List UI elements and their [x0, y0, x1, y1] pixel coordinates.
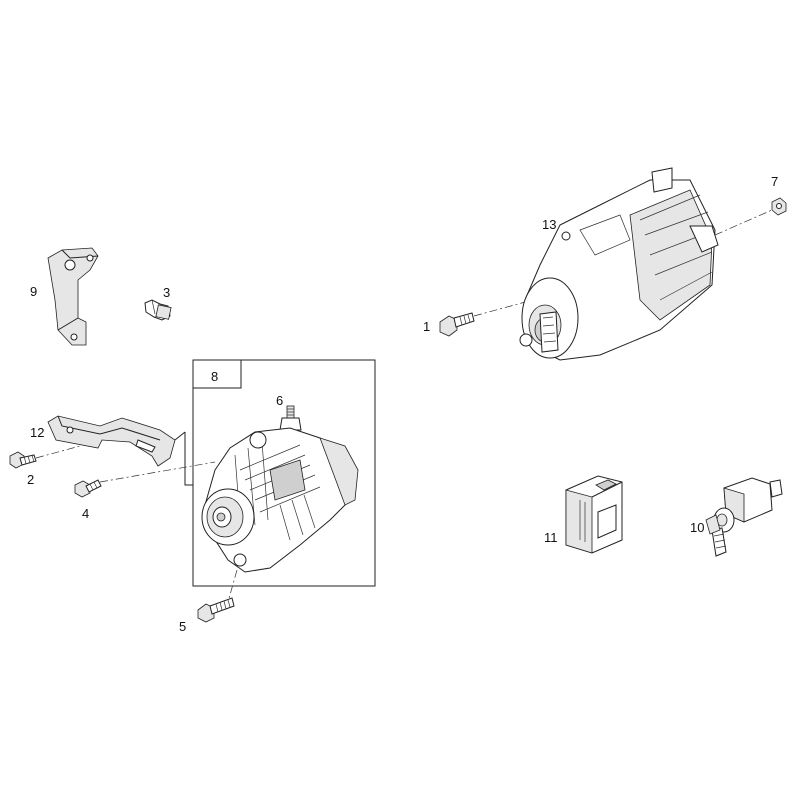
- callout-3: 3: [163, 285, 170, 300]
- callout-12: 12: [30, 425, 44, 440]
- callout-7: 7: [771, 174, 778, 189]
- bolt-part-4[interactable]: [74, 479, 102, 498]
- callout-8: 8: [211, 369, 218, 384]
- callout-11: 11: [544, 530, 558, 545]
- callout-1: 1: [423, 319, 430, 334]
- starter-motor-part-13[interactable]: [519, 167, 719, 361]
- nut-part-7[interactable]: [771, 197, 787, 216]
- callout-10: 10: [690, 520, 704, 535]
- callout-5: 5: [179, 619, 186, 634]
- bracket-part-12[interactable]: [47, 415, 176, 467]
- terminal-part-6[interactable]: [279, 405, 302, 431]
- callout-6: 6: [276, 393, 283, 408]
- alignment-line-7: [714, 209, 773, 236]
- alignment-line-2: [35, 445, 81, 459]
- bolt-part-2[interactable]: [9, 451, 37, 469]
- alignment-line-5: [227, 569, 238, 603]
- bracket-part-9[interactable]: [47, 247, 99, 346]
- callout-9: 9: [30, 284, 37, 299]
- bolt-part-1[interactable]: [439, 312, 475, 337]
- bolt-part-5[interactable]: [197, 597, 235, 623]
- bolt-part-3[interactable]: [144, 299, 172, 321]
- alternator-kit-box: [174, 359, 376, 587]
- alignment-line-4: [99, 461, 216, 483]
- callout-13: 13: [542, 217, 556, 232]
- relay-part-11[interactable]: [565, 475, 623, 554]
- callout-4: 4: [82, 506, 89, 521]
- alternator-pulley[interactable]: [201, 488, 255, 546]
- key-switch-part-10[interactable]: [705, 477, 783, 557]
- callout-2: 2: [27, 472, 34, 487]
- alignment-line-1: [473, 297, 541, 317]
